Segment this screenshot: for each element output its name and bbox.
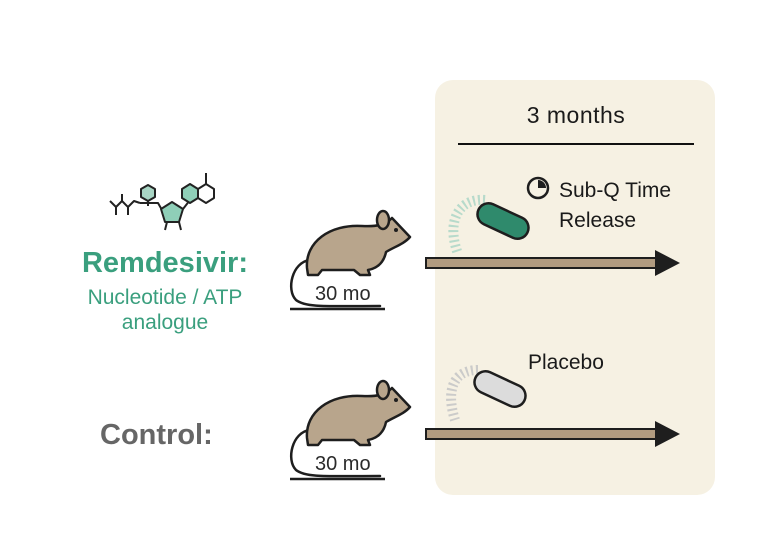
delivery-line-2: Release [559,209,637,232]
arrow-right-icon-treatment [425,250,680,276]
molecule-structure-icon [109,173,215,231]
mouse-age-control: 30 mo [315,453,371,475]
treatment-drug-description: Nucleotide / ATP analogue [70,285,260,335]
duration-label: 3 months [526,102,626,128]
clock-icon [526,176,550,200]
duration-rule [458,143,694,145]
mouse-icon-treatment [290,209,412,308]
delivery-label-treatment: Sub-Q Time Release [559,176,671,236]
description-line-2: analogue [121,311,209,334]
arrow-right-icon-control [425,421,680,447]
delivery-label-control: Placebo [528,351,604,374]
control-group-label: Control: [100,419,213,451]
description-line-1: Nucleotide / ATP [87,286,243,309]
pill-icon-treatment [448,194,530,256]
mouse-age-treatment: 30 mo [315,283,371,305]
pill-icon-control [446,365,527,422]
delivery-line-1: Sub-Q Time [559,179,672,202]
treatment-drug-name: Remdesivir: [81,247,248,279]
mouse-icon-control [290,379,412,478]
treatment-period-panel [435,80,715,495]
